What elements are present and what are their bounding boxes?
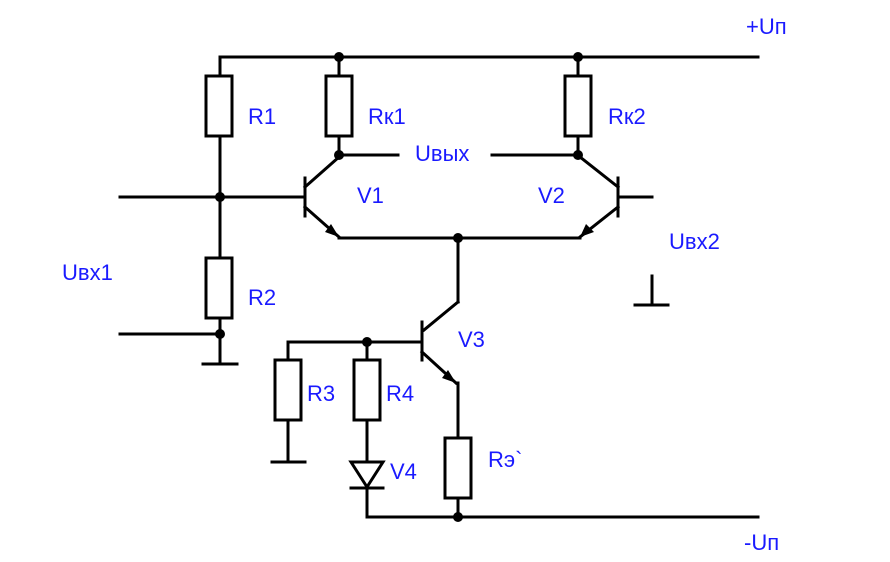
resistor-rk1: [324, 74, 354, 138]
label-rk2: Rк2: [608, 104, 646, 129]
label-r2: R2: [248, 285, 276, 310]
resistor-rk2: [563, 74, 593, 138]
label-negative-supply: -Uп: [744, 530, 779, 555]
label-v3: V3: [458, 327, 485, 352]
transistor-v2: [577, 154, 654, 240]
label-rk1: Rк1: [368, 104, 406, 129]
resistor-r2: [204, 256, 234, 320]
label-r4: R4: [386, 381, 414, 406]
label-r3: R3: [307, 381, 335, 406]
resistor-r1: [204, 74, 234, 138]
label-v1: V1: [357, 183, 384, 208]
label-output-voltage: Uвых: [415, 141, 469, 166]
label-positive-supply: +Uп: [746, 14, 787, 39]
resistor-re: [443, 436, 473, 500]
transistor-v1: [302, 154, 342, 240]
label-r1: R1: [248, 104, 276, 129]
label-re: Rэ`: [488, 447, 522, 472]
label-v4: V4: [390, 459, 417, 484]
input2-ground-symbol: [633, 274, 670, 307]
label-v2: V2: [538, 183, 565, 208]
diode-v4: [348, 460, 386, 490]
junction-dots: [215, 52, 583, 522]
v3-base-network: [270, 340, 424, 519]
input1-wires: [118, 195, 307, 336]
emitter-bus: [337, 236, 582, 333]
resistor-r3: [273, 358, 303, 422]
label-input-voltage-2: Uвх2: [669, 229, 720, 254]
resistor-r4: [352, 358, 382, 422]
label-input-voltage-1: Uвх1: [62, 260, 113, 285]
